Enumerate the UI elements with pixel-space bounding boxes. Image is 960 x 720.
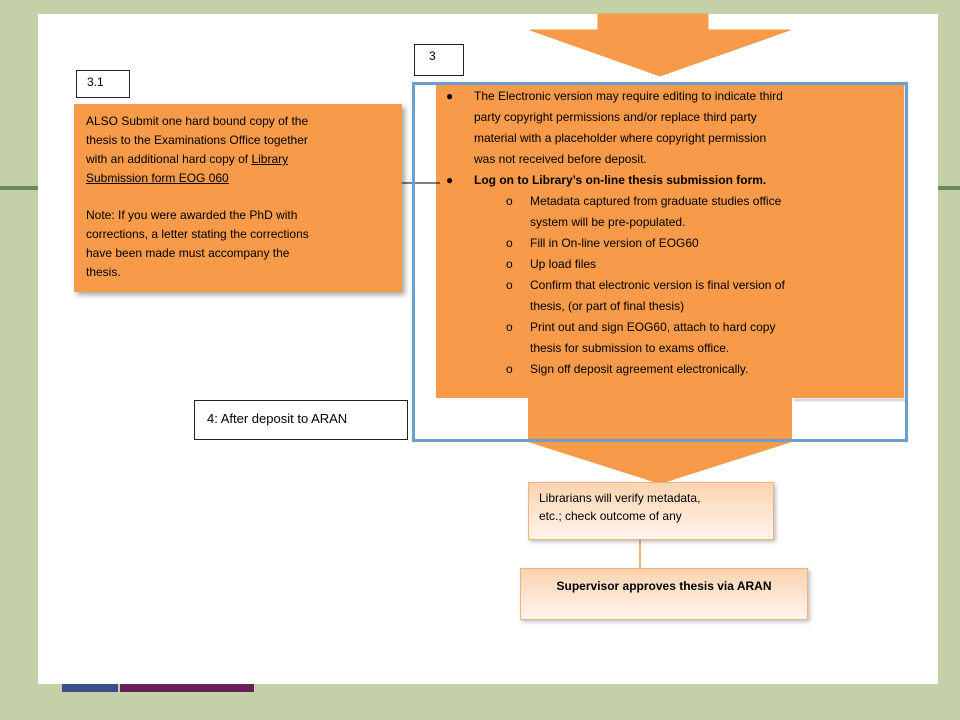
circle-bullet-icon: o [506, 320, 513, 334]
card31-note2: corrections, a letter stating the correc… [86, 227, 309, 241]
card31-line3: with an additional hard copy of Library [86, 152, 289, 166]
circle-bullet-icon: o [506, 194, 513, 208]
sub-confirm: o Confirm that electronic version is fin… [440, 275, 890, 317]
footer-logo-blue [62, 684, 118, 692]
circle-bullet-icon: o [506, 278, 513, 292]
bullet-electronic-version: ● The Electronic version may require edi… [440, 86, 890, 170]
circle-bullet-icon: o [506, 236, 513, 250]
selection-frame [412, 82, 908, 442]
band-left [0, 186, 38, 190]
footer-line [256, 686, 960, 690]
bullet-dot-icon: ● [446, 89, 454, 103]
verify-box: Librarians will verify metadata, etc.; c… [528, 482, 774, 540]
top-arrow [529, 13, 791, 77]
circle-bullet-icon: o [506, 257, 513, 271]
footer-logo-purple [120, 684, 254, 692]
main-arrow [436, 84, 904, 484]
step-3-label: 3 [414, 44, 464, 76]
sub-upload: o Up load files [440, 254, 890, 275]
band-right [938, 186, 960, 190]
sub-metadata: o Metadata captured from graduate studie… [440, 191, 890, 233]
card31-note3: have been made must accompany the [86, 246, 290, 260]
card31-note4: thesis. [86, 265, 121, 279]
card31-line2: thesis to the Examinations Office togeth… [86, 133, 308, 147]
step-4-label: 4: After deposit to ARAN [194, 400, 408, 440]
bullet-dot-icon: ● [446, 173, 454, 187]
card31-line1: ALSO Submit one hard bound copy of the [86, 114, 309, 128]
submission-form-link[interactable]: Submission form EOG 060 [86, 171, 229, 185]
sub-sign-off: o Sign off deposit agreement electronica… [440, 359, 890, 380]
approve-box: Supervisor approves thesis via ARAN [520, 568, 808, 620]
sub-print: o Print out and sign EOG60, attach to ha… [440, 317, 890, 359]
sub-fill-in: o Fill in On-line version of EOG60 [440, 233, 890, 254]
circle-bullet-icon: o [506, 362, 513, 376]
card31-note1: Note: If you were awarded the PhD with [86, 208, 298, 222]
card-step-3-1: ALSO Submit one hard bound copy of the t… [74, 104, 402, 292]
step-3-1-label: 3.1 [76, 70, 130, 98]
bullet-log-on: ● Log on to Library’s on-line thesis sub… [440, 170, 890, 191]
card31-line4: Submission form EOG 060 [86, 169, 390, 188]
library-link[interactable]: Library [251, 152, 289, 166]
main-step-text: ● The Electronic version may require edi… [440, 86, 890, 380]
